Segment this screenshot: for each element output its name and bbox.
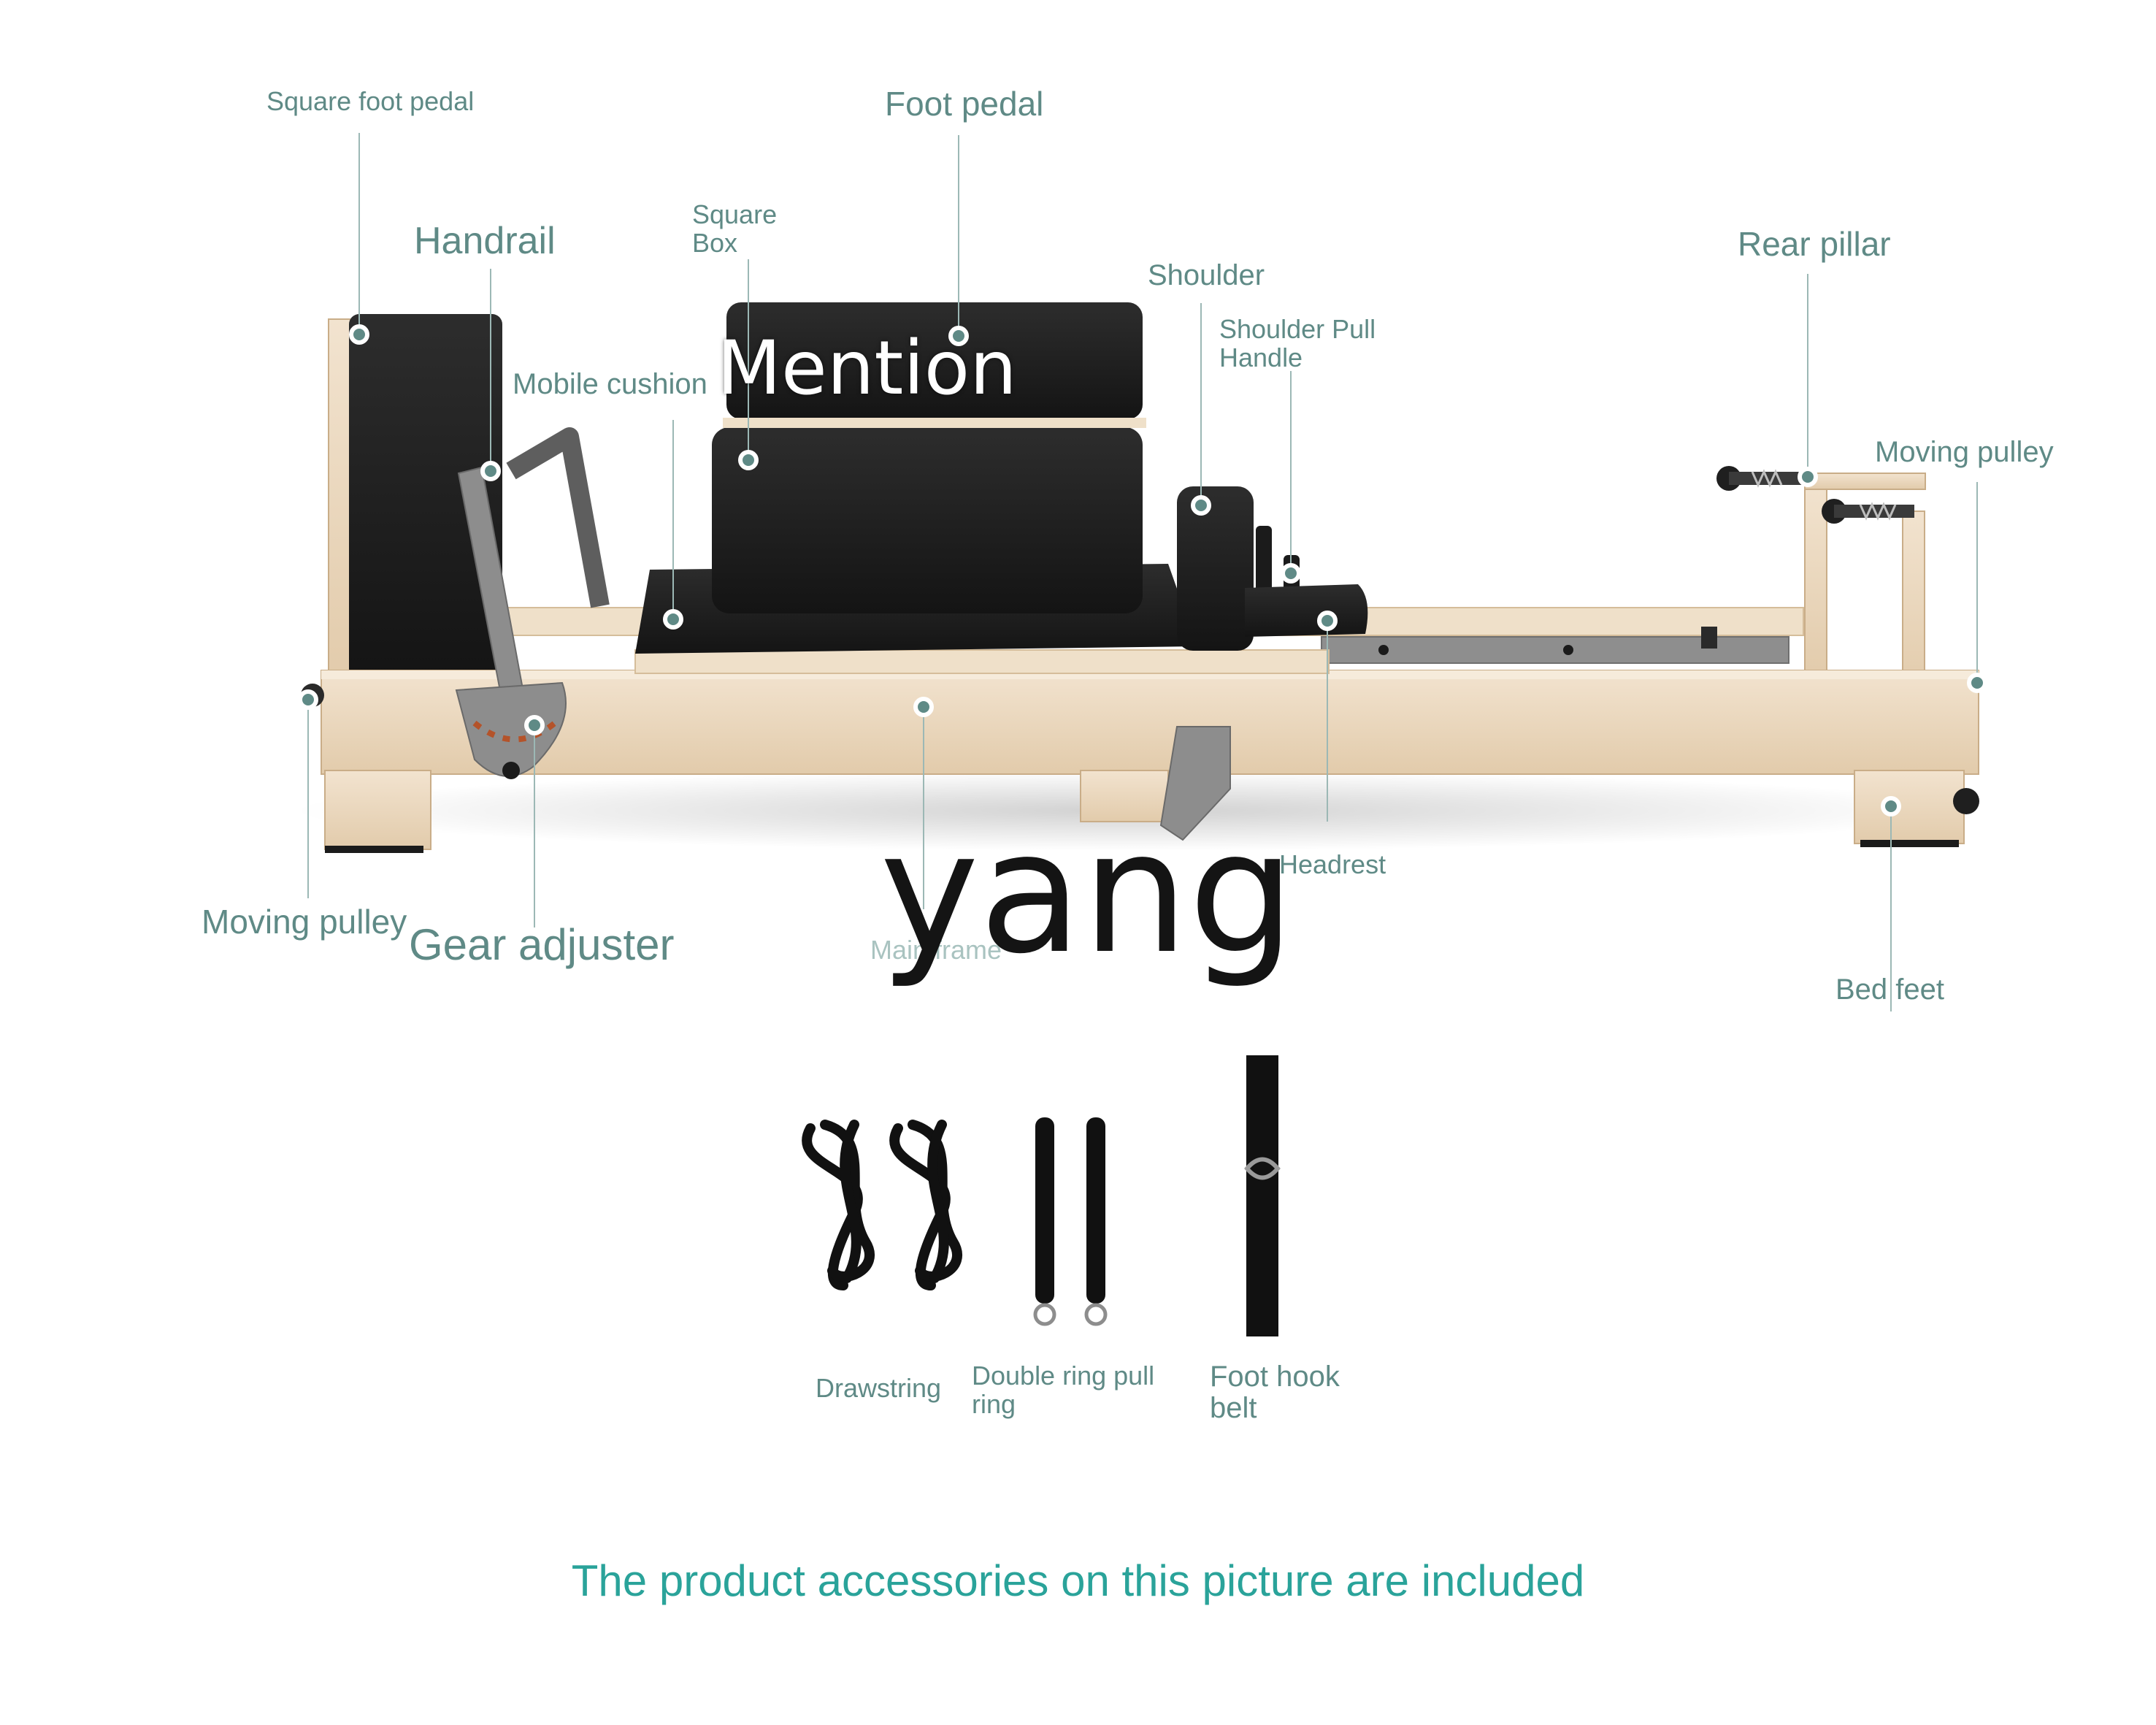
callout-lines — [307, 133, 1978, 1011]
label-shoulder: Shoulder — [1148, 259, 1265, 291]
label-shoulder-pull-handle: Shoulder Pull Handle — [1219, 315, 1376, 372]
headrest — [1245, 584, 1368, 637]
center-bracket — [1159, 726, 1231, 841]
label-drawstring: Drawstring — [816, 1373, 942, 1403]
label-mobile-cushion: Mobile cushion — [513, 368, 707, 400]
label-square-box: Square Box — [692, 199, 778, 258]
label-foot-hook-belt: Foot hook belt — [1210, 1361, 1340, 1424]
label-rear-pillar: Rear pillar — [1738, 225, 1891, 263]
label-handrail: Handrail — [414, 220, 556, 262]
main-frame-body — [321, 670, 1979, 775]
label-moving-pulley-right: Moving pulley — [1875, 436, 2054, 468]
accessories-caption: The product accessories on this picture … — [571, 1556, 1585, 1605]
label-square-box-line2: Box — [692, 227, 738, 258]
carriage-track — [1321, 636, 1789, 664]
label-moving-pulley-left: Moving pulley — [202, 903, 407, 941]
drawstring-accessory — [802, 1120, 962, 1290]
callout-dots — [298, 324, 1987, 816]
label-bed-feet: Bed feet — [1835, 974, 1945, 1006]
gear-adjuster — [455, 466, 567, 779]
label-shoulder-pull-line1: Shoulder Pull — [1219, 314, 1376, 344]
double-ring-pull-ring-accessory — [1033, 1117, 1108, 1326]
label-main-frame: Main frame — [870, 935, 1002, 965]
foot-hook-belt-accessory — [1244, 1055, 1281, 1336]
rear-pulleys — [1716, 466, 1914, 524]
label-foot-hook-line1: Foot hook — [1210, 1361, 1340, 1393]
watermark-mention: Mention — [717, 325, 1017, 412]
label-foot-pedal: Foot pedal — [885, 85, 1044, 123]
square-foot-pedal — [328, 314, 502, 685]
bed-legs — [324, 770, 1979, 853]
label-gear-adjuster: Gear adjuster — [409, 920, 675, 969]
label-double-ring-pull-ring: Double ring pull ring — [972, 1361, 1155, 1419]
watermark-yang: yang — [880, 796, 1295, 991]
label-double-ring-line2: ring — [972, 1388, 1016, 1419]
label-double-ring-line1: Double ring pull — [972, 1361, 1155, 1391]
handrail — [506, 427, 610, 608]
label-square-foot-pedal: Square foot pedal — [266, 86, 475, 116]
label-headrest: Headrest — [1279, 849, 1386, 879]
label-square-box-line1: Square — [692, 199, 778, 229]
label-foot-hook-line2: belt — [1210, 1392, 1257, 1425]
label-shoulder-pull-line2: Handle — [1219, 342, 1303, 372]
square-box — [712, 302, 1146, 613]
